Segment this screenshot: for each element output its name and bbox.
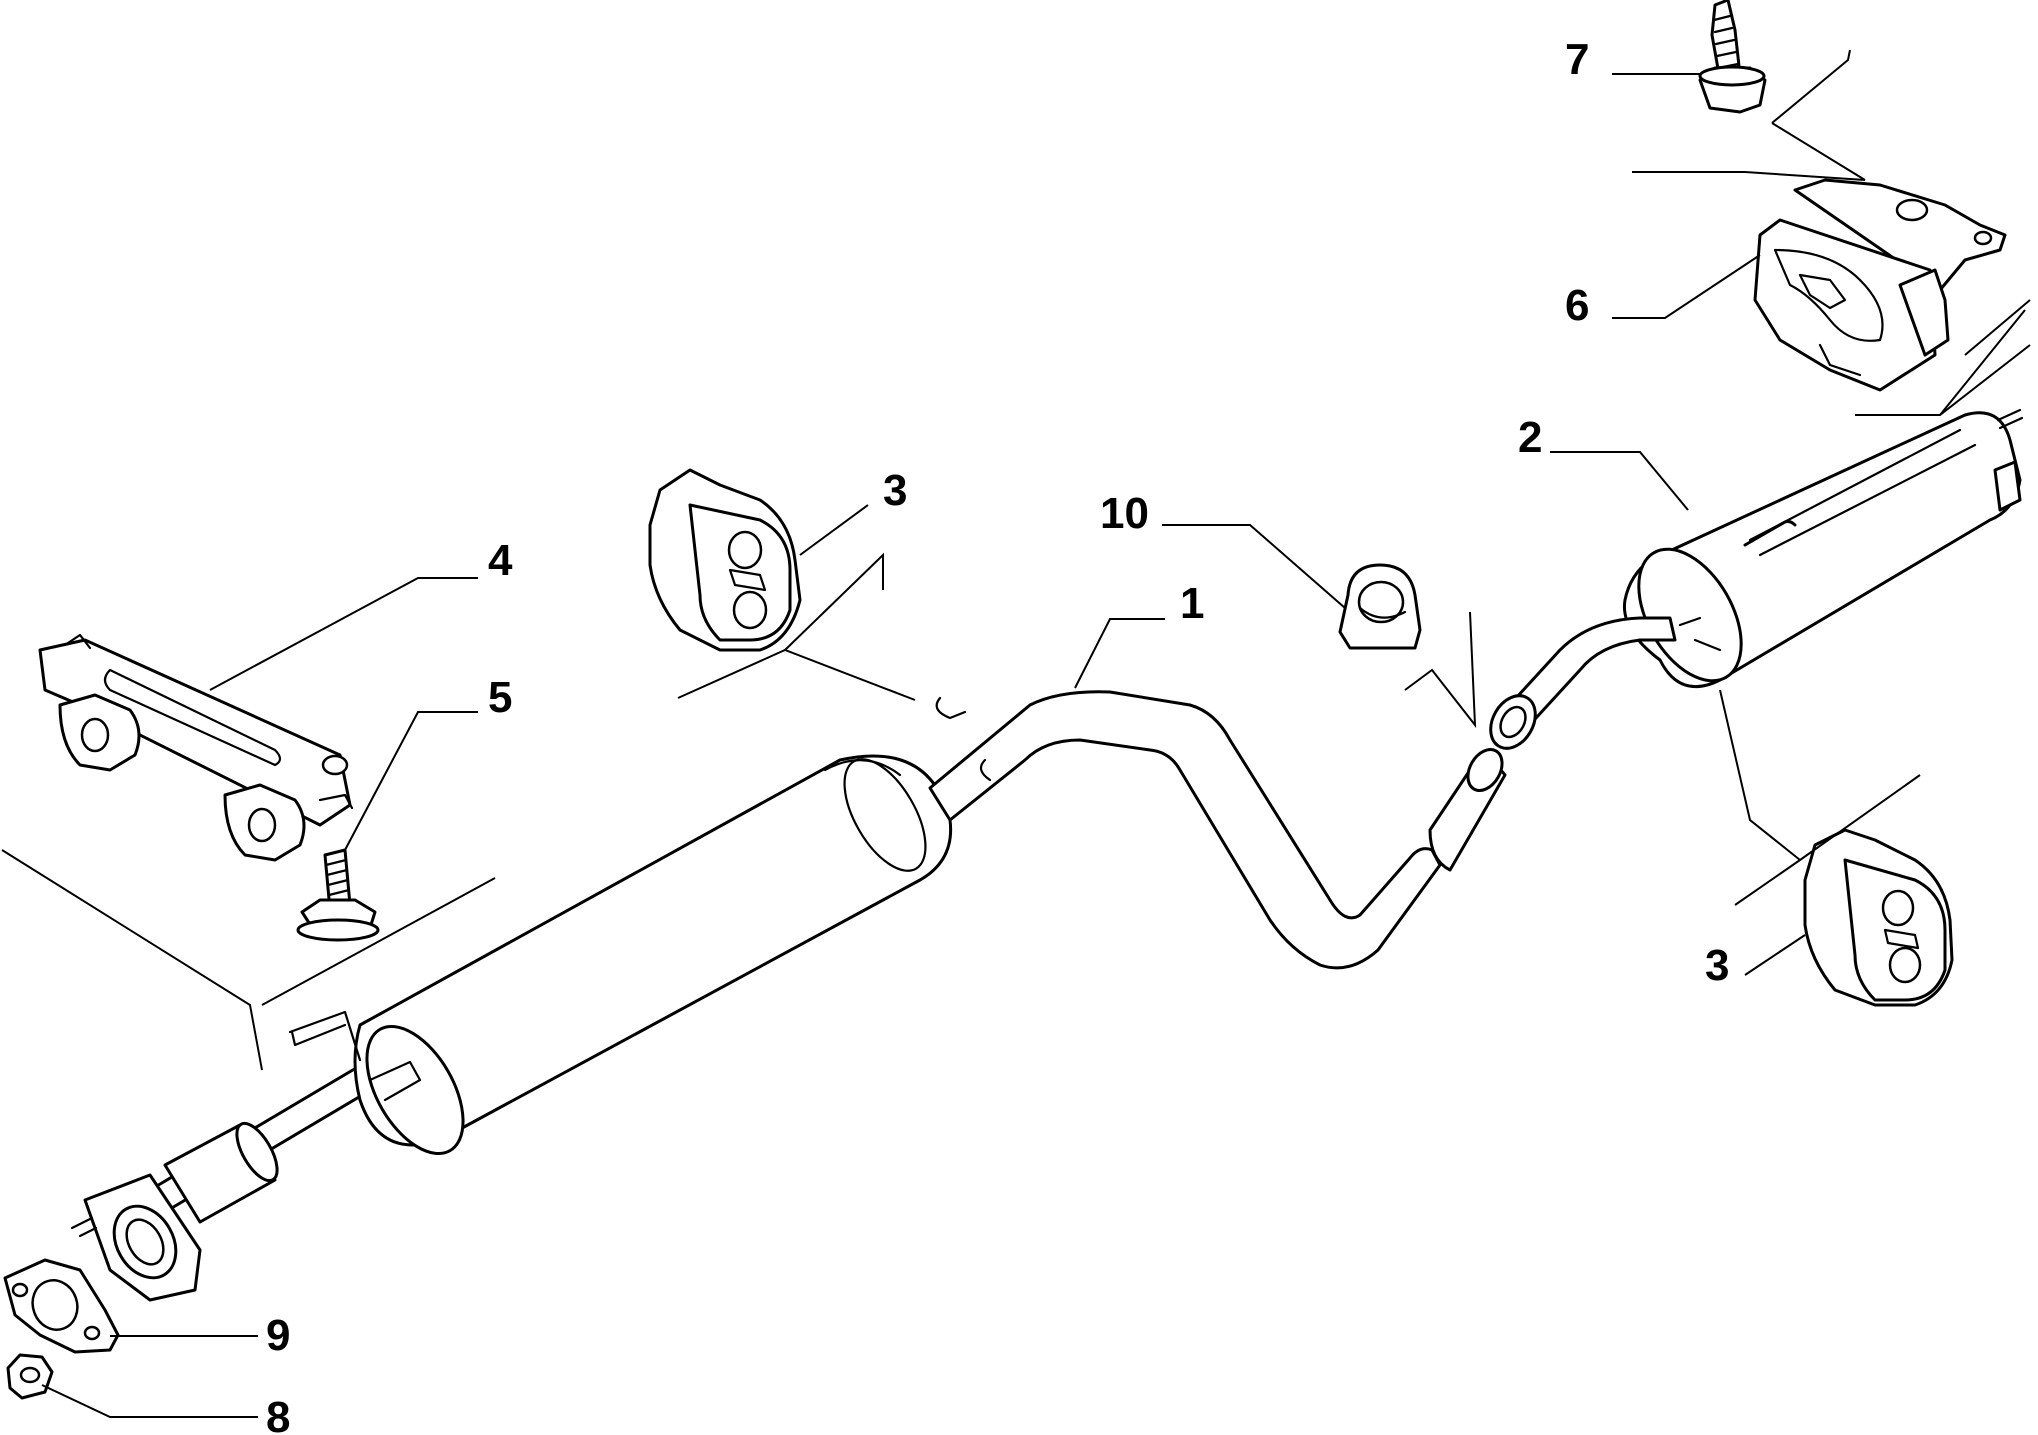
- hex-nut: [6, 1353, 54, 1400]
- callout-3-upper: 3: [883, 466, 907, 515]
- callout-5: 5: [488, 673, 512, 722]
- exhaust-pipe-assembly: [70, 690, 1507, 1302]
- rear-mount-bracket: [1753, 178, 2007, 392]
- heat-shield-bracket: [38, 633, 354, 862]
- bolt-with-washer: [296, 848, 380, 942]
- stud-bolt: [1698, 0, 1767, 114]
- leader-lines: [41, 73, 1806, 1418]
- callout-labels: 1 2 3 3 4 5 6 7 8 9 10: [266, 35, 1729, 1435]
- callout-3-lower: 3: [1705, 941, 1729, 990]
- callout-4: 4: [488, 536, 513, 585]
- pipe-clamp: [1338, 563, 1422, 650]
- callout-7: 7: [1565, 35, 1589, 84]
- callout-1: 1: [1180, 579, 1204, 628]
- callout-2: 2: [1518, 413, 1542, 462]
- rear-muffler: [1489, 408, 2024, 750]
- callout-9: 9: [266, 1311, 290, 1360]
- rubber-hanger-upper: [648, 468, 802, 652]
- flange-gasket: [3, 1258, 120, 1354]
- connection-lines: [1, 49, 2031, 1071]
- callout-6: 6: [1565, 281, 1589, 330]
- callout-8: 8: [266, 1393, 290, 1435]
- callout-10: 10: [1100, 489, 1149, 538]
- rubber-hanger-lower: [1803, 828, 1954, 1007]
